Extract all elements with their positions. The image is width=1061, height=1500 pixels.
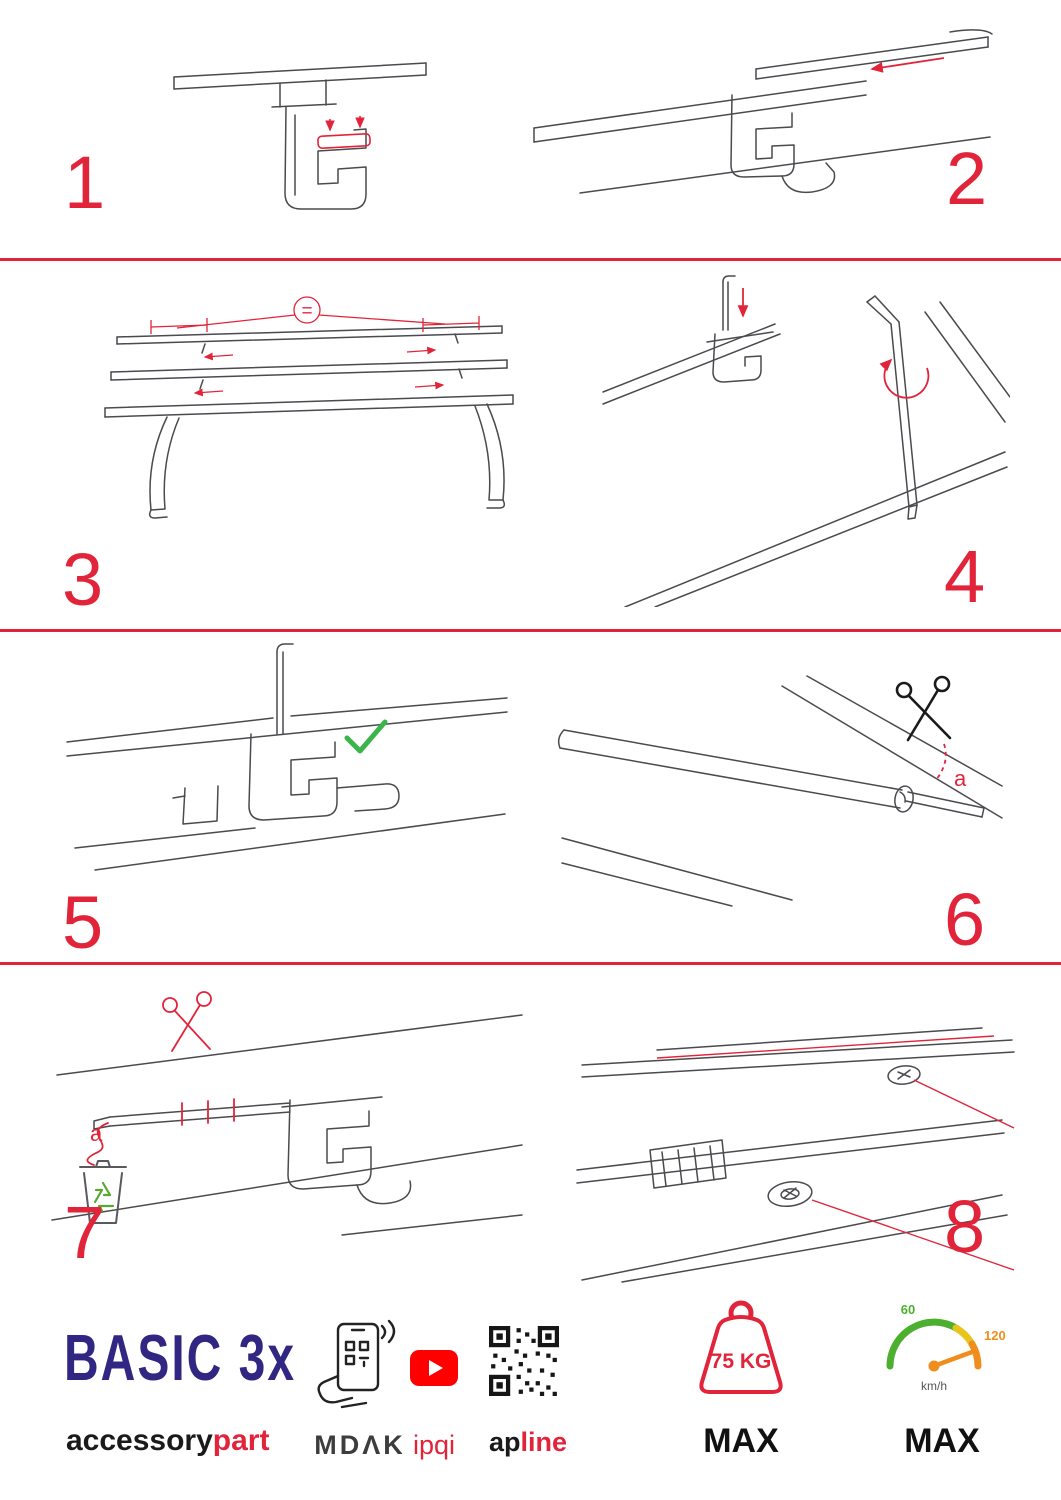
max-speed-label: MAX <box>904 1422 980 1460</box>
step-4-illustration <box>602 275 1010 607</box>
strip-and-clamp <box>51 1014 523 1236</box>
check-icon <box>344 719 388 754</box>
scissors-icon <box>895 675 952 742</box>
cut-line <box>935 743 947 781</box>
rubber-pad-insert <box>317 116 371 149</box>
step-3-number: 3 <box>62 538 104 621</box>
logo-mdak: MDΛK <box>314 1430 406 1460</box>
clamp-with-pin <box>66 643 508 871</box>
max-weight-icon: 75 KG <box>699 1300 783 1394</box>
brand-wordmark: accessorypart <box>66 1424 269 1458</box>
step-7-illustration: a <box>51 991 523 1236</box>
phone-scan-icon <box>317 1319 396 1409</box>
step-6-illustration: a <box>557 675 1003 907</box>
trash-icon <box>79 1160 127 1224</box>
section-divider-2 <box>0 629 1061 632</box>
part-a-label: a <box>954 766 967 791</box>
step-8-number: 8 <box>944 1185 986 1268</box>
step-7-number: 7 <box>64 1191 106 1274</box>
logo-apline-black: ap <box>489 1427 521 1457</box>
product-name: BASIC 3x <box>64 1323 297 1395</box>
roof-bar-and-clamp <box>173 62 427 210</box>
step-2-illustration <box>533 29 993 194</box>
step-3-illustration: = <box>104 296 514 519</box>
qr-code <box>489 1326 559 1396</box>
alignment-lines <box>656 1035 1015 1271</box>
part-a-label: a <box>90 1121 103 1146</box>
step-2-number: 2 <box>946 137 988 220</box>
brand-word-red: part <box>212 1424 270 1457</box>
step-5-illustration <box>66 643 508 871</box>
step-6-number: 6 <box>944 878 986 961</box>
brand-word-black: accessory <box>66 1424 213 1457</box>
logo-apline-red: line <box>520 1427 568 1457</box>
max-weight-value: 75 KG <box>711 1350 772 1373</box>
recycle-icon <box>93 1181 115 1213</box>
section-divider-1 <box>0 258 1061 261</box>
equal-spacing-dimensions <box>150 296 480 397</box>
pin-and-rotation-arrows <box>737 288 930 399</box>
step-8-illustration <box>576 1027 1015 1283</box>
bar-end-with-strip <box>557 675 1003 907</box>
scissors-icon-red <box>86 991 235 1166</box>
section-divider-3 <box>0 962 1061 965</box>
speedometer-icon: 60 120 km/h <box>886 1302 1006 1393</box>
speed-tick-high: 120 <box>984 1328 1006 1343</box>
youtube-icon <box>410 1350 458 1386</box>
max-weight-label: MAX <box>703 1422 779 1460</box>
logo-apline: apline <box>489 1427 567 1458</box>
step-5-number: 5 <box>62 881 104 964</box>
bar-with-sliding-strip <box>533 29 993 194</box>
equal-spacing-symbol: = <box>301 301 312 322</box>
step-4-number: 4 <box>944 535 986 618</box>
speed-unit: km/h <box>921 1379 947 1393</box>
logo-ipqi: ipqi <box>412 1430 456 1460</box>
finished-roof-rack <box>576 1027 1015 1283</box>
three-crossbars <box>104 325 514 519</box>
step-1-illustration <box>173 62 427 210</box>
step-1-number: 1 <box>64 141 106 224</box>
speed-tick-low: 60 <box>901 1302 915 1317</box>
slide-direction-arrow <box>870 57 945 73</box>
roof-rail-and-hex-key <box>602 275 1010 607</box>
